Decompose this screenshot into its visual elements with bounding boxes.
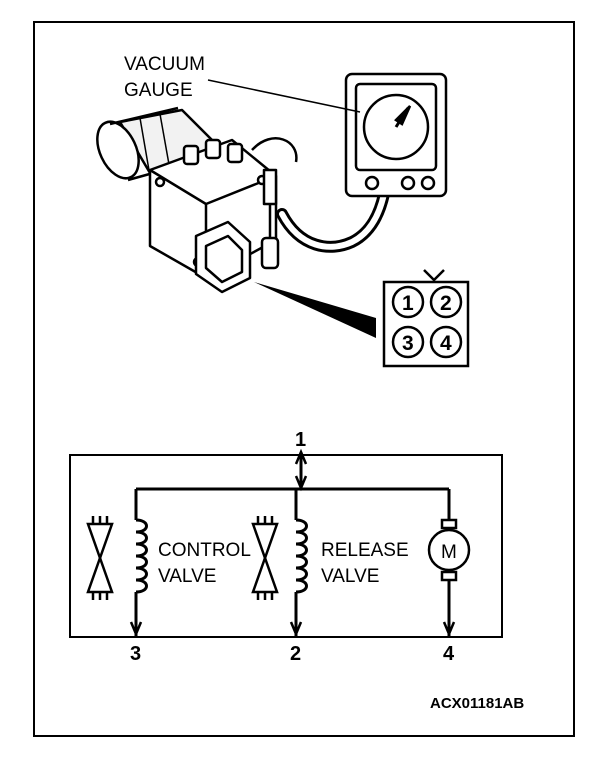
terminal-3-label: 3	[130, 643, 141, 665]
control-valve-label-line1: CONTROL	[158, 540, 251, 561]
release-valve-symbol-icon	[251, 516, 279, 600]
gauge-leader-line	[207, 79, 361, 113]
gauge-label-line2: GAUGE	[124, 80, 193, 101]
terminal-2-label: 2	[290, 643, 301, 665]
connector-pointer	[254, 282, 376, 338]
connector-pin-1: 1	[402, 292, 414, 315]
schematic-wiring	[129, 448, 456, 638]
release-valve-label-line1: RELEASE	[321, 540, 409, 561]
gauge-label-line1: VACUUM	[124, 54, 205, 75]
vacuum-gauge-icon	[344, 72, 448, 198]
connector-pin-view	[382, 269, 470, 368]
connector-pin-2: 2	[440, 292, 452, 315]
connector-pin-3: 3	[402, 332, 414, 355]
control-valve-label-line2: VALVE	[158, 566, 216, 587]
outer-frame	[33, 21, 575, 737]
motor-symbol-label: M	[441, 542, 457, 563]
terminal-1-label: 1	[295, 429, 306, 451]
motor-icon	[427, 518, 471, 582]
terminal-4-label: 4	[443, 643, 455, 665]
control-valve-symbol-icon	[86, 516, 114, 600]
vacuum-pump-illustration	[96, 106, 298, 294]
connector-pin-4: 4	[440, 332, 452, 355]
schematic-frame	[69, 454, 503, 638]
figure-code: ACX01181AB	[430, 695, 524, 712]
release-valve-label-line2: VALVE	[321, 566, 379, 587]
vacuum-hose	[276, 188, 390, 253]
